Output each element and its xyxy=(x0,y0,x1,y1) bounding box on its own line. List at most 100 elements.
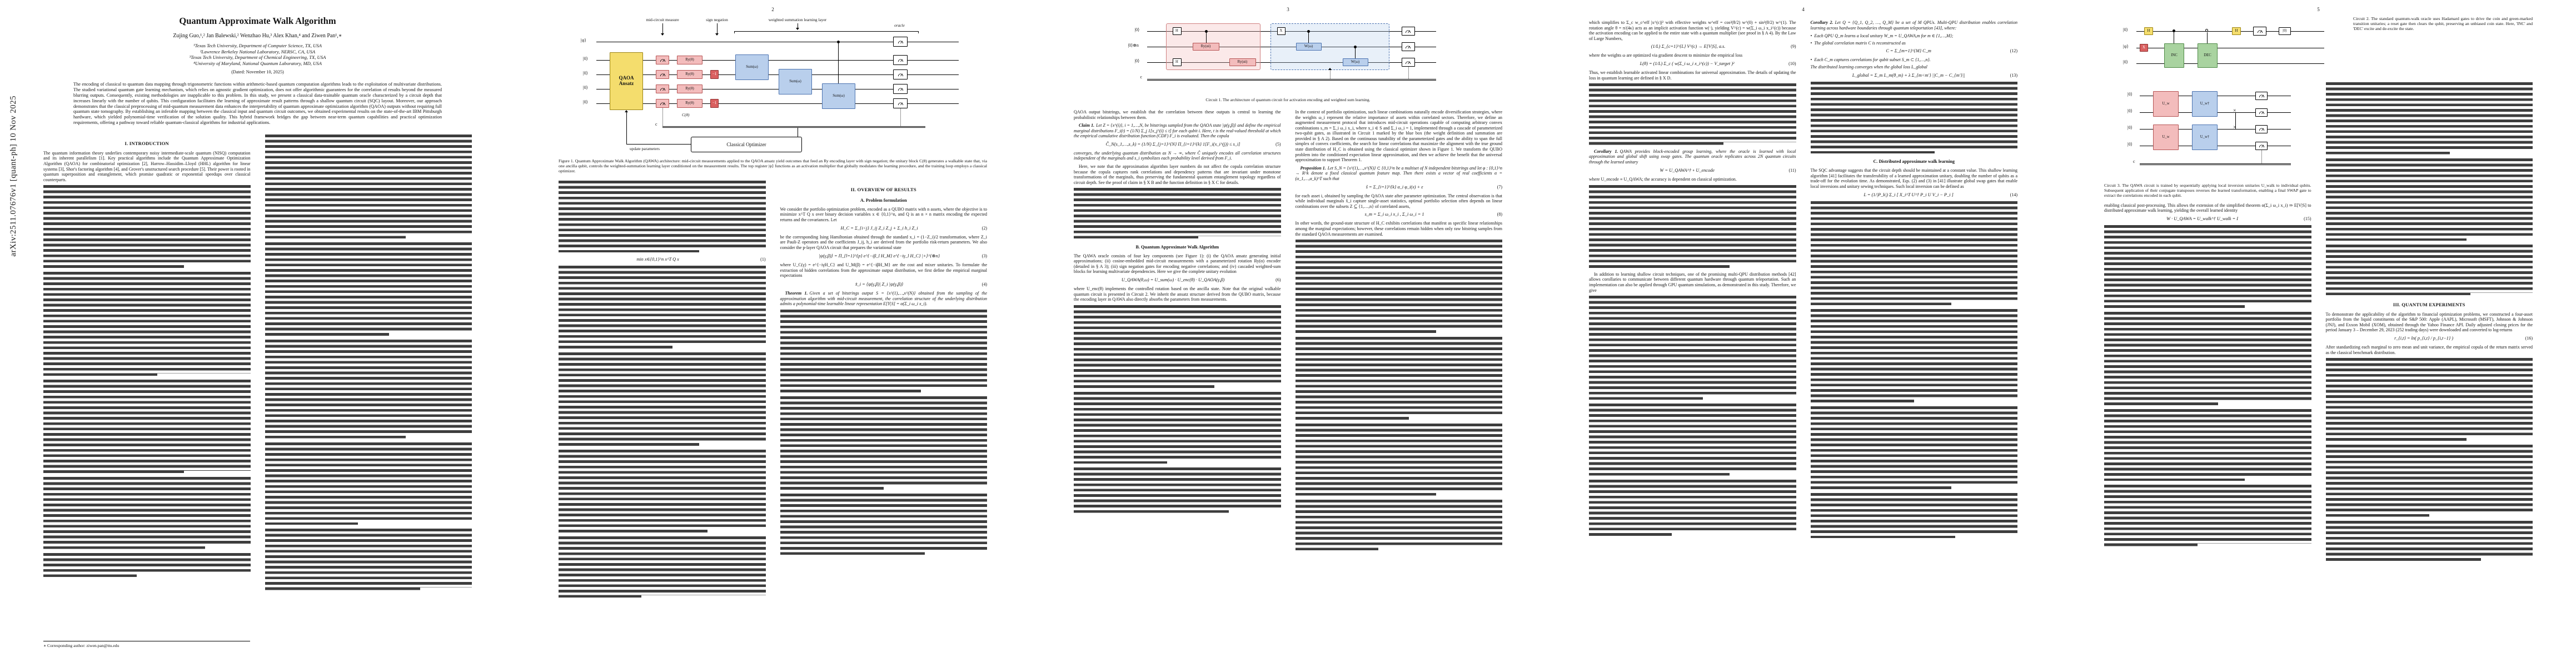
sum-gate: Sum(ω) xyxy=(735,54,769,80)
equation-6: U_QAWA(θ,ω) = U_sum(ω) · U_enc(θ) · U_QA… xyxy=(1074,277,1281,282)
paragraph: where U_encode ≡ U_QAWA; the accuracy is… xyxy=(1589,177,1737,182)
classical-wire xyxy=(2140,163,2291,165)
arxiv-stamp: arXiv:2511.07676v1 [quant-ph] 10 Nov 202… xyxy=(9,96,18,257)
bullet-text: Each C_m captures correlations for qubit… xyxy=(1814,57,1931,63)
arrow-head-up xyxy=(625,110,628,112)
intro-paragraph: The quantum information theory underlies… xyxy=(43,150,251,182)
paragraph: The SQC advantage suggests that the circ… xyxy=(1810,168,2018,189)
control-dot xyxy=(1307,30,1310,33)
page-3: 3 |0⟩ |0⟩⊗n |0⟩ c H Ry(αi) H Ry(αi) X W(… xyxy=(1030,0,1546,667)
page-4-content: which simplifies to Σ_c w_c^eff |x^(c)|²… xyxy=(1589,20,2017,542)
mid-measure-gate xyxy=(656,56,669,64)
paragraph: Thus, we establish learnable activated l… xyxy=(1589,69,1796,81)
ket-zero: |0⟩ xyxy=(2127,92,2132,97)
sign-negation-gate: −1 xyxy=(710,70,719,79)
circuit-3-figure: |0⟩ |0⟩ |0⟩ |0⟩ c U_w U_w U_w† U_w† × × xyxy=(2104,82,2313,181)
paper-title: Quantum Approximate Walk Algorithm xyxy=(179,16,336,26)
qaoa-label-line2: Ansatz xyxy=(619,81,634,86)
measure-routing-line xyxy=(2261,150,2262,163)
page-5-content: |0⟩ |ψ⟩ |0⟩ X H INC DEC H |0⟩ Circuit 2.… xyxy=(2104,0,2533,565)
ket-zero: |0⟩ xyxy=(583,99,588,104)
text-block xyxy=(1074,467,1281,513)
meter-icon xyxy=(1405,61,1411,64)
arrow-head xyxy=(796,28,799,30)
paragraph: After standardizing each marginal to zer… xyxy=(2325,344,2533,355)
equation-number: (3) xyxy=(981,253,987,258)
page-4: 4 which simplifies to Σ_c w_c^eff |x^(c)… xyxy=(1546,0,2061,667)
sign-negation-gate: −1 xyxy=(710,99,719,108)
reset-gate: |0⟩ xyxy=(2279,27,2291,35)
h-gate: H xyxy=(1172,58,1182,66)
measure-gate xyxy=(2255,108,2268,117)
meter-icon xyxy=(660,58,665,62)
affiliation-4: ⁴University of Maryland, National Quantu… xyxy=(193,60,322,66)
label-oracle: oracle xyxy=(894,23,905,28)
corresponding-author-footnote: ∗ Corresponding author: ziwen.pan@ttu.ed… xyxy=(43,641,250,648)
text-block xyxy=(1589,479,1796,536)
classical-wire xyxy=(1147,79,1436,81)
measure-gate xyxy=(893,84,908,94)
text-block xyxy=(559,180,766,253)
subsection-heading-distributed: C. Distributed approximate walk learning xyxy=(1873,159,1955,165)
ket-zero: |0⟩ xyxy=(2127,125,2132,130)
equation-body: C = Σ_{m=1}^{M} C_m xyxy=(1886,48,1931,54)
equation-body: L_global = Σ_m L_m(θ_m) + λ Σ_{m<m′} ||C… xyxy=(1852,72,1965,78)
classical-optimizer-box: Classical Optimizer xyxy=(691,137,802,152)
theorem-1: Theorem 1.Given a set of bitstrings outp… xyxy=(780,291,988,307)
text-block xyxy=(780,396,987,490)
section-heading-introduction: I. INTRODUCTION xyxy=(124,140,169,146)
text-block xyxy=(265,529,472,591)
equation-number: (13) xyxy=(2010,72,2017,78)
paragraph: The distributed learning converges when … xyxy=(1810,64,1927,69)
ry-gate: Ry(θ) xyxy=(677,70,702,79)
classical-wire-label: c xyxy=(655,122,657,127)
bullet-marker: • xyxy=(1810,57,1812,63)
swap-line xyxy=(2235,112,2236,129)
measure-gate xyxy=(893,37,908,47)
weighted-sum-region xyxy=(1270,23,1389,70)
qubit-wire xyxy=(1147,31,1436,32)
ket-zero: |0⟩ xyxy=(583,85,588,90)
swap-cross: × xyxy=(2233,125,2236,131)
text-block xyxy=(780,309,987,392)
page-1-content: Quantum Approximate Walk Algorithm Zujin… xyxy=(43,0,472,594)
paragraph: where U_C(γ) = e^{−iγH_C} and U_M(β) = e… xyxy=(780,262,988,278)
text-block xyxy=(1810,492,2017,539)
equation-number: (4) xyxy=(981,281,987,287)
control-dot xyxy=(1204,30,1208,33)
page-2-columns: min x∈{0,1}^n x^T Q x (1) II. OVERVIEW O… xyxy=(559,180,988,602)
equation-number: (7) xyxy=(1497,184,1502,190)
control-dot xyxy=(1353,46,1357,48)
text-block xyxy=(1074,391,1281,464)
arrow-head xyxy=(661,33,664,36)
control-line xyxy=(838,42,839,83)
abstract: The encoding of classical to quantum dat… xyxy=(73,82,442,125)
paragraph: where U_enc(θ) implements the controlled… xyxy=(1074,286,1281,302)
text-block xyxy=(2104,485,2311,547)
page-3-right-column: In the context of portfolio optimization… xyxy=(1295,109,1503,554)
page-number: 5 xyxy=(2317,7,2320,12)
paragraph: where the weights ω are optimized via gr… xyxy=(1589,53,1743,58)
x-gate: X xyxy=(2140,44,2148,52)
page-5-right-column: III. QUANTUM EXPERIMENTS To demonstrate … xyxy=(2325,82,2533,565)
ket-zero: |0⟩ xyxy=(2127,142,2132,147)
text-block xyxy=(2325,245,2533,296)
equation-3: |ψ(γ,β)⟩ = Π_{l=1}^{p} e^{−iβ_l H_M} e^{… xyxy=(780,253,987,259)
figure-1-qawa-architecture: mid-circuit measure sign negation weight… xyxy=(559,17,998,157)
paragraph: The QAWA oracle consists of four key com… xyxy=(1074,253,1281,275)
measure-gate xyxy=(893,55,908,65)
equation-number: (15) xyxy=(2304,216,2311,221)
oracle-brace xyxy=(734,31,919,33)
qubit-wire xyxy=(1147,62,1436,63)
paragraph: In the context of portfolio optimization… xyxy=(1295,109,1503,163)
text-block xyxy=(2104,409,2311,481)
corollary-1: Corollary 1.QAWA provides block-encoded … xyxy=(1589,149,1796,165)
classical-wire-label: c xyxy=(1140,74,1143,79)
hadamard-gate: H xyxy=(2232,27,2241,35)
section-heading-overview: II. OVERVIEW OF RESULTS xyxy=(850,186,916,192)
equation-12: C = Σ_{m=1}^{M} C_m (12) xyxy=(1811,48,2017,54)
equation-number: (5) xyxy=(1275,141,1281,147)
text-block xyxy=(1810,81,2017,154)
text-block xyxy=(2325,520,2533,561)
text-block xyxy=(2325,82,2533,155)
